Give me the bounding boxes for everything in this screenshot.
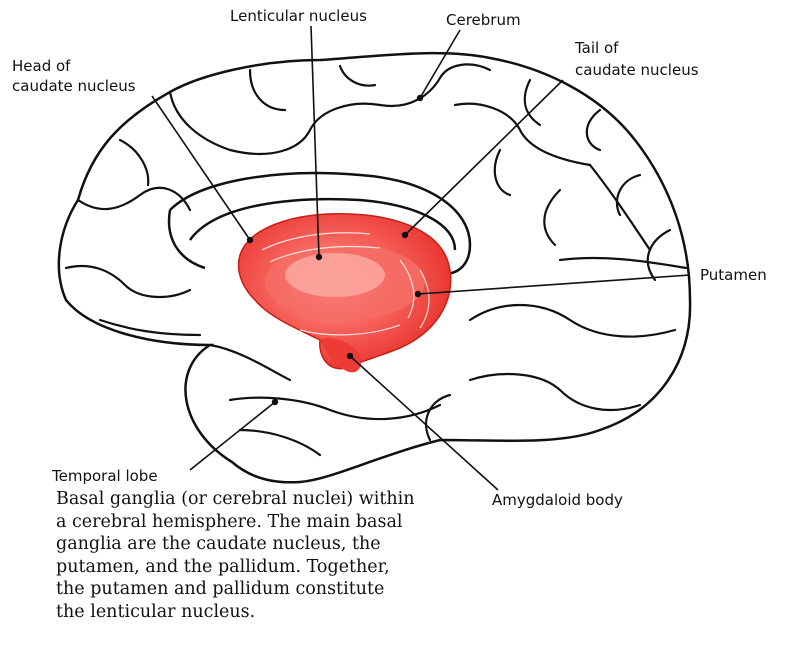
caption-line: the lenticular nucleus. <box>56 601 256 622</box>
lenticular-highlight <box>285 253 385 297</box>
leader-cerebrum <box>419 29 461 99</box>
caption-line: Basal ganglia (or cerebral nuclei) withi… <box>56 489 415 509</box>
corpus-callosum <box>167 171 472 276</box>
gyri-lines <box>64 63 688 457</box>
leader-tail-of-caudate <box>404 79 564 236</box>
label-tail-of-caudate-line2: caudate nucleus <box>575 61 699 79</box>
label-amygdaloid-body: Amygdaloid body <box>492 491 623 509</box>
label-putamen: Putamen <box>700 266 767 284</box>
leader-lines <box>151 25 691 491</box>
leader-head-of-caudate <box>151 95 251 241</box>
label-cerebrum: Cerebrum <box>446 11 521 29</box>
amygdaloid-red <box>320 337 362 373</box>
basal-ganglia <box>237 213 452 373</box>
label-head-of-caudate-line2: caudate nucleus <box>12 77 136 95</box>
leader-lenticular <box>310 25 320 258</box>
label-tail-of-caudate-line1: Tail of <box>575 39 619 57</box>
caption-line: a cerebral hemisphere. The main basal <box>56 511 403 532</box>
label-temporal-lobe: Temporal lobe <box>52 467 158 485</box>
leader-dots <box>246 94 424 406</box>
label-lenticular-nucleus: Lenticular nucleus <box>230 7 367 25</box>
caption-line: ganglia are the caudate nucleus, the <box>56 534 381 554</box>
label-head-of-caudate-line1: Head of <box>12 57 71 75</box>
caption-line: putamen, and the pallidum. Together, <box>56 556 390 577</box>
caption-line: the putamen and pallidum constitute <box>56 579 385 599</box>
striations <box>261 232 430 336</box>
figure-caption: Basal ganglia (or cerebral nuclei) withi… <box>56 488 476 623</box>
leader-amygdaloid <box>349 355 499 491</box>
leader-temporal-lobe <box>189 401 276 471</box>
leader-putamen <box>417 274 691 295</box>
